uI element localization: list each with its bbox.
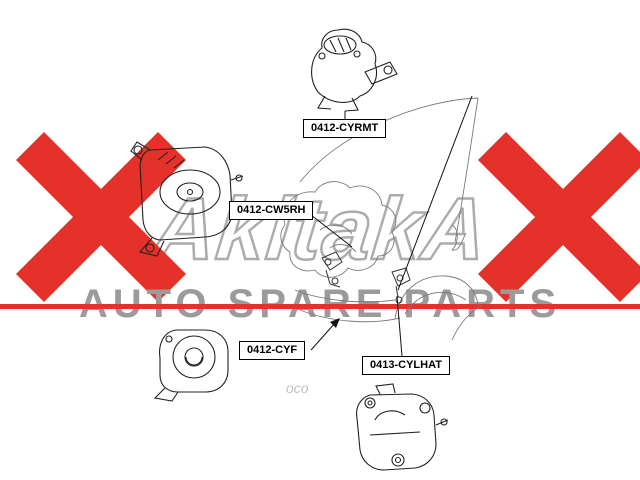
part-label-0412-cyrmt: 0412-CYRMT (303, 119, 387, 138)
brand-x-right-icon (478, 132, 640, 302)
inbay-bracket-parts-drawing (321, 251, 411, 304)
part-label-0413-cylhat: 0413-CYLHAT (362, 356, 450, 375)
vehicle-underbody-drawing (280, 97, 483, 341)
engine-mount-bottomright-drawing (356, 383, 449, 471)
brand-red-stripe (0, 304, 640, 309)
brand-x-left-icon (16, 132, 186, 302)
part-label-0412-cyf: 0412-CYF (239, 341, 306, 360)
engine-mount-bottomleft-drawing (153, 329, 229, 402)
engine-mount-top-drawing (311, 28, 398, 112)
leader-lines (305, 95, 473, 357)
watermark-fragment-text: oco (286, 380, 309, 396)
part-label-0412-cw5rh: 0412-CW5RH (229, 201, 314, 220)
engine-mount-left-drawing (130, 141, 244, 257)
